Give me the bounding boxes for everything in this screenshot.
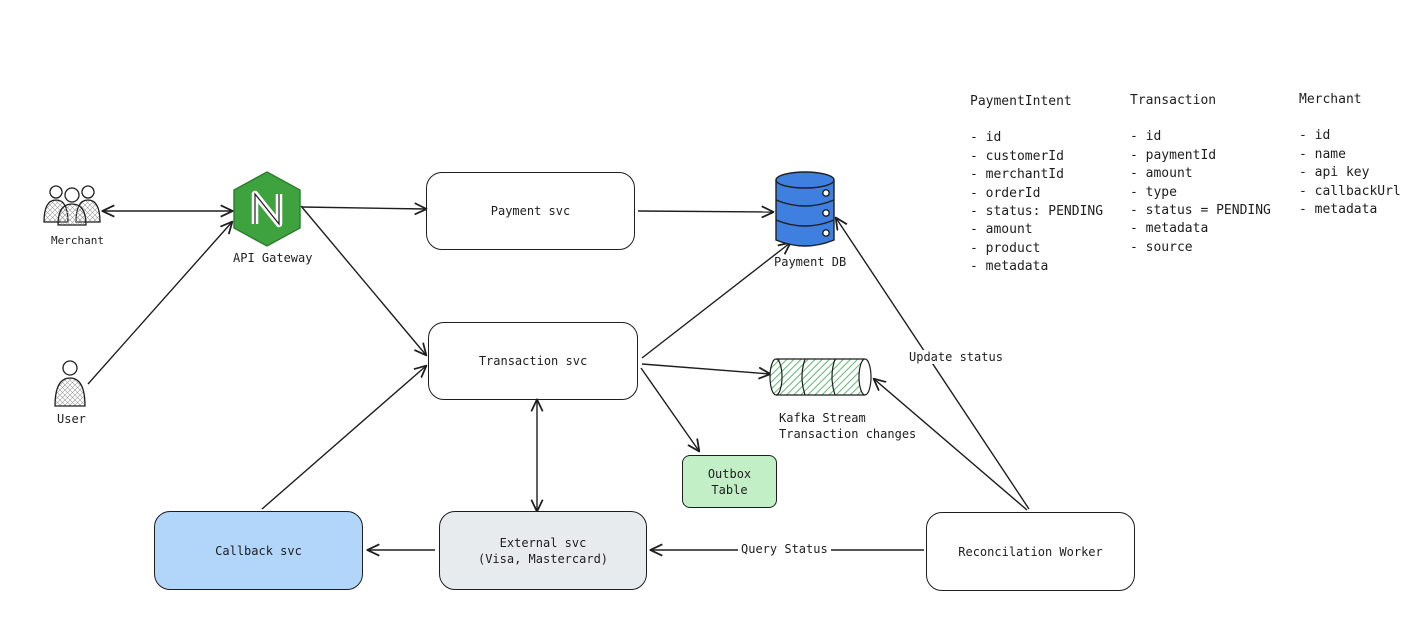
schema-field: - status: PENDING [970,204,1104,220]
merchant-icon [43,185,101,226]
transaction-svc-node[interactable]: Transaction svc [428,322,638,400]
user-icon [54,360,86,407]
schema-field: - api key [1299,165,1370,181]
queue-label: Kafka Stream Transaction changes [779,411,917,441]
gateway-icon [233,171,301,247]
schema-field: - paymentId [1130,147,1217,163]
merchant-label: Merchant [51,234,104,247]
edge-transaction-db [641,243,790,359]
schema-field: - merchantId [970,167,1064,183]
payment-svc-node[interactable]: Payment svc [426,172,635,250]
gateway-label: API Gateway [233,251,313,265]
schema-field: - id [970,130,1002,146]
schema-title: Merchant [1299,92,1362,107]
database-icon [775,171,835,247]
schema-transaction: Transaction - id - paymentId - amount - … [1130,92,1271,257]
schema-field: - callbackUrl [1299,183,1401,199]
edge-reconciliation-kafka [874,379,1028,511]
outbox-table-node[interactable]: Outbox Table [682,455,777,508]
edge-transaction-kafka [641,363,770,374]
edge-user-gateway [87,222,232,385]
edge-callback-transaction [261,366,426,510]
reconciliation-worker-node[interactable]: Reconcilation Worker [926,512,1135,591]
edge-gateway-payment [301,207,426,209]
schema-field: - metadata [1299,202,1378,218]
schema-title: PaymentIntent [970,94,1072,109]
database-label: Payment DB [774,255,847,269]
schema-field: - source [1130,239,1193,255]
schema-field: - amount [970,222,1033,238]
external-svc-node[interactable]: External svc (Visa, Mastercard) [439,511,647,590]
query-status-edge-label: Query Status [738,542,831,556]
queue-icon [769,358,872,396]
schema-merchant: Merchant - id - name - api key - callbac… [1299,91,1401,219]
edge-gateway-transaction [300,205,426,355]
callback-svc-node[interactable]: Callback svc [154,511,363,590]
edge-payment-db [637,211,773,212]
schema-field: - status = PENDING [1130,203,1271,219]
schema-field: - id [1299,128,1331,144]
schema-field: - id [1130,129,1162,145]
schema-paymentintent: PaymentIntent - id - customerId - mercha… [970,93,1103,277]
user-label: User [57,412,86,426]
schema-field: - name [1299,146,1346,162]
schema-field: - type [1130,184,1177,200]
schema-field: - customerId [970,148,1064,164]
schema-field: - orderId [970,185,1041,201]
schema-field: - product [970,240,1041,256]
edge-transaction-outbox [640,367,699,451]
schema-field: - metadata [1130,221,1209,237]
schema-field: - metadata [970,259,1049,275]
update-status-edge-label: Update status [906,350,1006,364]
schema-field: - amount [1130,166,1193,182]
schema-title: Transaction [1130,93,1217,108]
